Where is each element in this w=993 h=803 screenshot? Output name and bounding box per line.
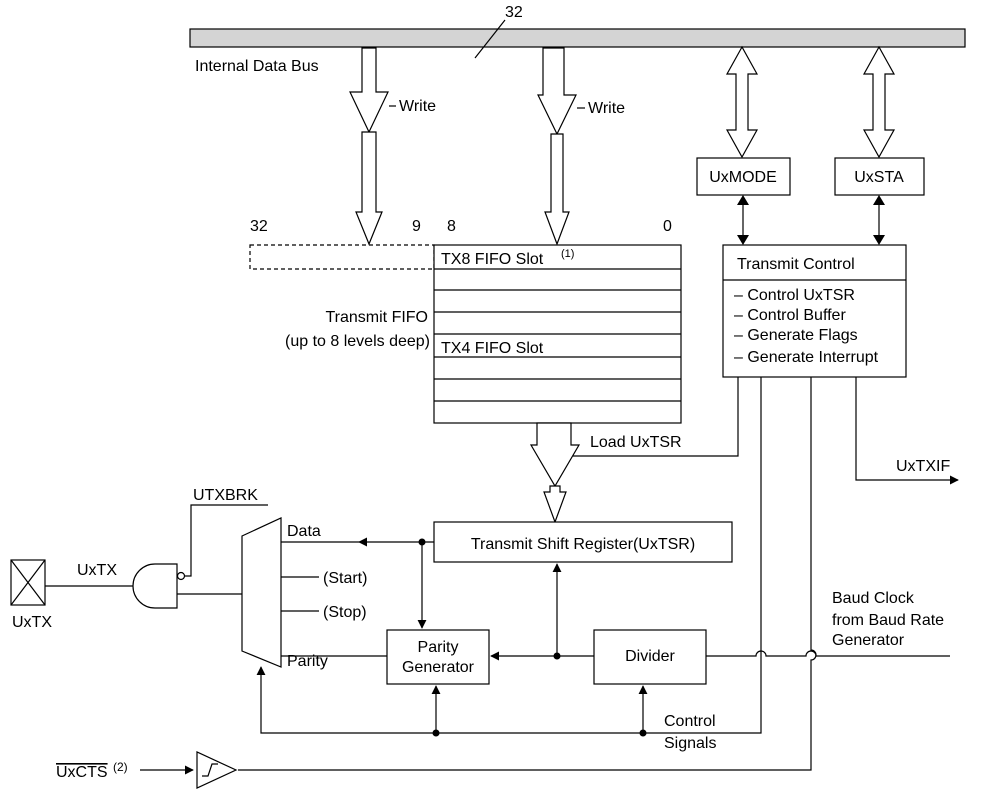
parity-generator [386,629,490,685]
parity-generator-line2: Generator [402,659,475,676]
fifo-label-line1: Transmit FIFO [325,309,428,326]
load-tsr-arrow [529,422,581,524]
divider-block [593,629,707,685]
fifo-bit-8: 8 [447,218,456,235]
mode-register-label: UxMODE [709,169,777,186]
mux-input-data: Data [287,523,321,540]
fifo-slot-mid-label: TX4 FIFO Slot [441,340,544,357]
break-and-gate [132,563,178,609]
write-arrow-right [537,47,577,246]
mux-input-start: (Start) [323,570,367,587]
fifo-label-line2: (up to 8 levels deep) [285,333,430,350]
cts-label: UxCTS [56,764,108,781]
mux-input-parity: Parity [287,653,328,670]
mode-register-box [696,157,791,196]
transmit-control-item: – Generate Interrupt [734,349,879,366]
transmit-control-item: – Control Buffer [734,307,846,324]
baud-clock-line1: Baud Clock [832,590,915,607]
fifo-slot-top-label: TX8 FIFO Slot [441,251,544,268]
write-label-right: Write [588,100,625,117]
status-register-box [834,157,925,196]
transmit-control-item: – Control UxTSR [734,287,855,304]
write-arrow-left [349,47,389,246]
output-multiplexer [241,517,282,668]
uxtx-pin [10,559,46,606]
shift-register-label: Transmit Shift Register(UxTSR) [471,536,695,553]
mode-bus-arrow [725,45,759,159]
control-signals-line1: Control [664,713,716,730]
internal-data-bus [189,28,966,48]
transmit-control-block: Transmit Control – Control UxTSR – Contr… [722,244,907,378]
baud-clock-line2: from Baud Rate [832,612,944,629]
status-bus-arrow [862,45,896,159]
fifo-bit-0: 0 [663,218,672,235]
write-label-left: Write [399,98,436,115]
status-register-label: UxSTA [854,169,904,186]
bus-width-label: 32 [505,4,523,21]
baud-clock-line3: Generator [832,632,905,649]
cts-schmitt-buffer [196,751,238,789]
uxtx-pin-label: UxTX [12,614,52,631]
fifo-bit-9: 9 [412,218,421,235]
cts-note: (2) [113,760,128,774]
load-tsr-label: Load UxTSR [590,434,682,451]
mux-input-stop: (Stop) [323,604,367,621]
bus-width-slash [474,19,506,59]
control-signals-line2: Signals [664,735,716,752]
interrupt-flag-label: UxTXIF [896,458,950,475]
transmit-control-item: – Generate Flags [734,327,858,344]
transmit-control-title: Transmit Control [737,256,855,273]
utxbrk-label: UTXBRK [193,487,258,504]
bus-label: Internal Data Bus [195,58,319,75]
fifo-unused-bits [249,244,435,270]
transmit-fifo [433,244,682,424]
fifo-bit-32: 32 [250,218,268,235]
divider-label: Divider [625,648,675,665]
fifo-slot-top-note: (1) [561,248,574,260]
uxtx-net-label: UxTX [77,562,117,579]
parity-generator-line1: Parity [418,639,459,656]
